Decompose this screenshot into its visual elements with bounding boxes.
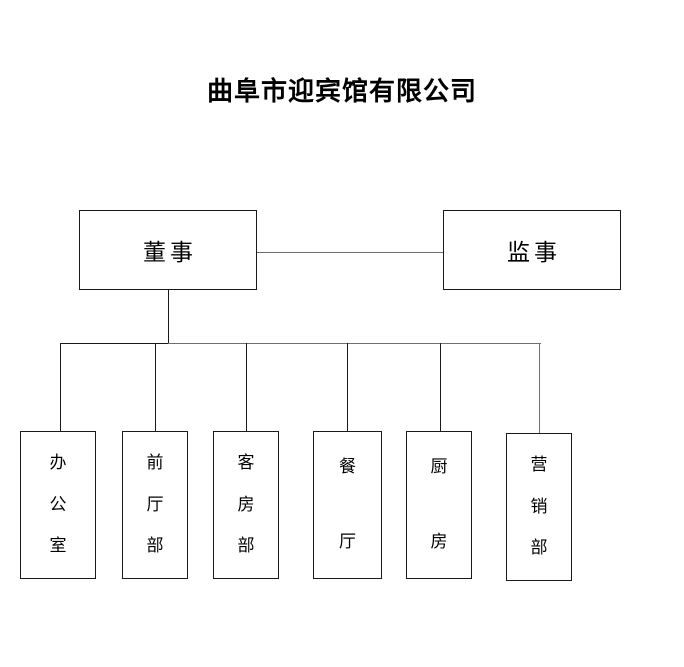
node-office[interactable]: 办 公 室	[20, 431, 96, 579]
node-front-desk-char-2: 厅	[146, 494, 164, 515]
connector-drop-kitchen	[440, 343, 442, 431]
node-front-desk-label: 前 厅 部	[147, 455, 164, 555]
node-restaurant[interactable]: 餐 厅	[313, 431, 382, 579]
node-marketing-char-1: 营	[530, 455, 548, 475]
page-title: 曲阜市迎宾馆有限公司	[206, 77, 477, 107]
connector-drop-front-desk	[155, 343, 157, 431]
node-supervisor[interactable]: 监事	[443, 210, 621, 290]
connector-director-supervisor	[257, 252, 443, 254]
node-guest-room-label: 客 房 部	[238, 455, 255, 555]
node-front-desk[interactable]: 前 厅 部	[122, 431, 188, 579]
node-office-char-3: 室	[49, 536, 67, 556]
node-office-label: 办 公 室	[50, 455, 67, 555]
node-restaurant-char-2: 厅	[339, 532, 356, 552]
node-restaurant-char-1: 餐	[339, 457, 356, 477]
node-supervisor-label: 监事	[507, 240, 561, 266]
node-kitchen-char-2: 房	[430, 532, 448, 552]
connector-drop-restaurant	[347, 343, 349, 431]
connector-drop-marketing	[539, 343, 541, 433]
node-guest-room-char-3: 部	[237, 536, 255, 556]
node-kitchen-char-1: 厨	[430, 457, 448, 477]
node-office-char-2: 公	[49, 494, 67, 515]
node-marketing-label: 营 销 部	[531, 457, 548, 557]
node-guest-room[interactable]: 客 房 部	[213, 431, 279, 579]
connector-bus-right	[168, 343, 541, 345]
node-guest-room-char-1: 客	[237, 453, 255, 473]
node-marketing[interactable]: 营 销 部	[506, 433, 572, 581]
node-restaurant-label: 餐 厅	[339, 459, 356, 551]
node-front-desk-char-1: 前	[146, 453, 164, 473]
node-kitchen-label: 厨 房	[431, 459, 448, 551]
node-front-desk-char-3: 部	[146, 536, 164, 556]
connector-bus-left	[60, 343, 169, 345]
node-director-label: 董事	[143, 240, 197, 266]
node-director[interactable]: 董事	[79, 210, 257, 290]
connector-drop-guest-room	[246, 343, 248, 431]
node-office-char-1: 办	[49, 453, 67, 473]
node-marketing-char-3: 部	[530, 538, 548, 558]
node-guest-room-char-2: 房	[237, 494, 255, 515]
connector-director-trunk	[168, 290, 170, 344]
node-kitchen[interactable]: 厨 房	[406, 431, 472, 579]
connector-drop-office	[60, 343, 62, 431]
node-marketing-char-2: 销	[530, 496, 548, 517]
